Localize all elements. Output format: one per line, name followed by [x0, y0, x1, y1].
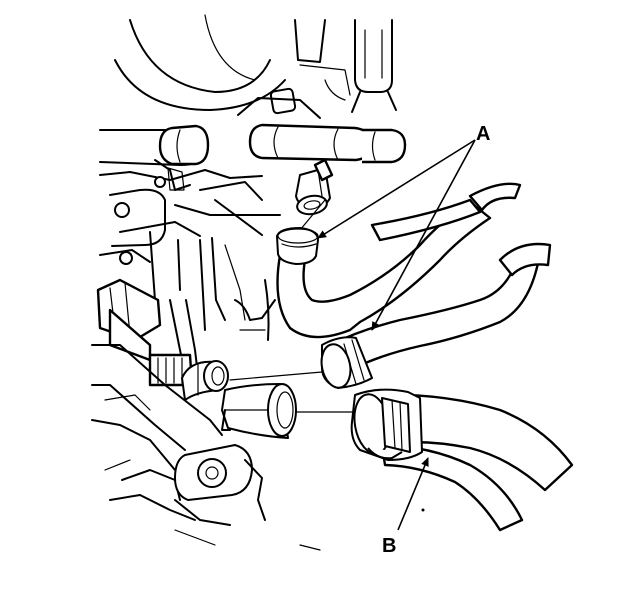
connection-lines [229, 199, 353, 413]
callout-a-leader-lower [371, 139, 476, 331]
callout-b-label: B [382, 535, 396, 557]
outlet-fittings [181, 158, 334, 439]
callout-a-label: A [476, 123, 490, 145]
callout-a: A [317, 123, 490, 331]
callout-a-leader-upper [317, 139, 476, 239]
callout-b-leader [397, 457, 429, 531]
callout-b: B [382, 457, 429, 557]
engine-block [91, 14, 425, 551]
heater-hoses [276, 182, 574, 532]
